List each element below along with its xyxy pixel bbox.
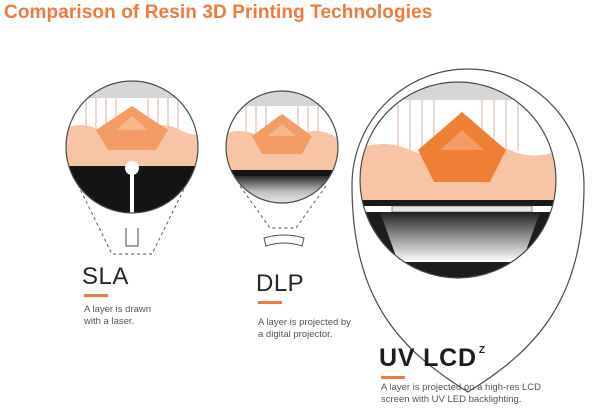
tech-name-sla: SLA bbox=[82, 263, 129, 290]
tech-description-sla: A layer is drawn with a laser. bbox=[84, 304, 152, 327]
uv-lcd-accent-underline bbox=[381, 376, 405, 379]
dlp-accent-underline bbox=[258, 301, 282, 304]
dlp-diagram bbox=[225, 90, 339, 247]
dlp-projector-lens bbox=[263, 234, 305, 247]
sla-base bbox=[66, 166, 198, 213]
sla-laser-unit bbox=[125, 228, 139, 247]
dlp-base bbox=[226, 170, 338, 176]
page-title: Comparison of Resin 3D Printing Technolo… bbox=[4, 2, 433, 23]
sla-accent-underline bbox=[84, 294, 108, 297]
tech-description-uv-lcd: A layer is projected on a high-res LCD s… bbox=[381, 382, 541, 405]
lcd-support-lines bbox=[397, 100, 519, 150]
tech-description-dlp: A layer is projected by a digital projec… bbox=[258, 317, 351, 340]
uv-lcd-superscript: Z bbox=[478, 345, 486, 356]
tech-name-dlp: DLP bbox=[256, 270, 305, 297]
lcd-screen bbox=[360, 200, 556, 206]
lcd-diagram bbox=[351, 68, 585, 393]
sla-diagram bbox=[65, 80, 199, 255]
